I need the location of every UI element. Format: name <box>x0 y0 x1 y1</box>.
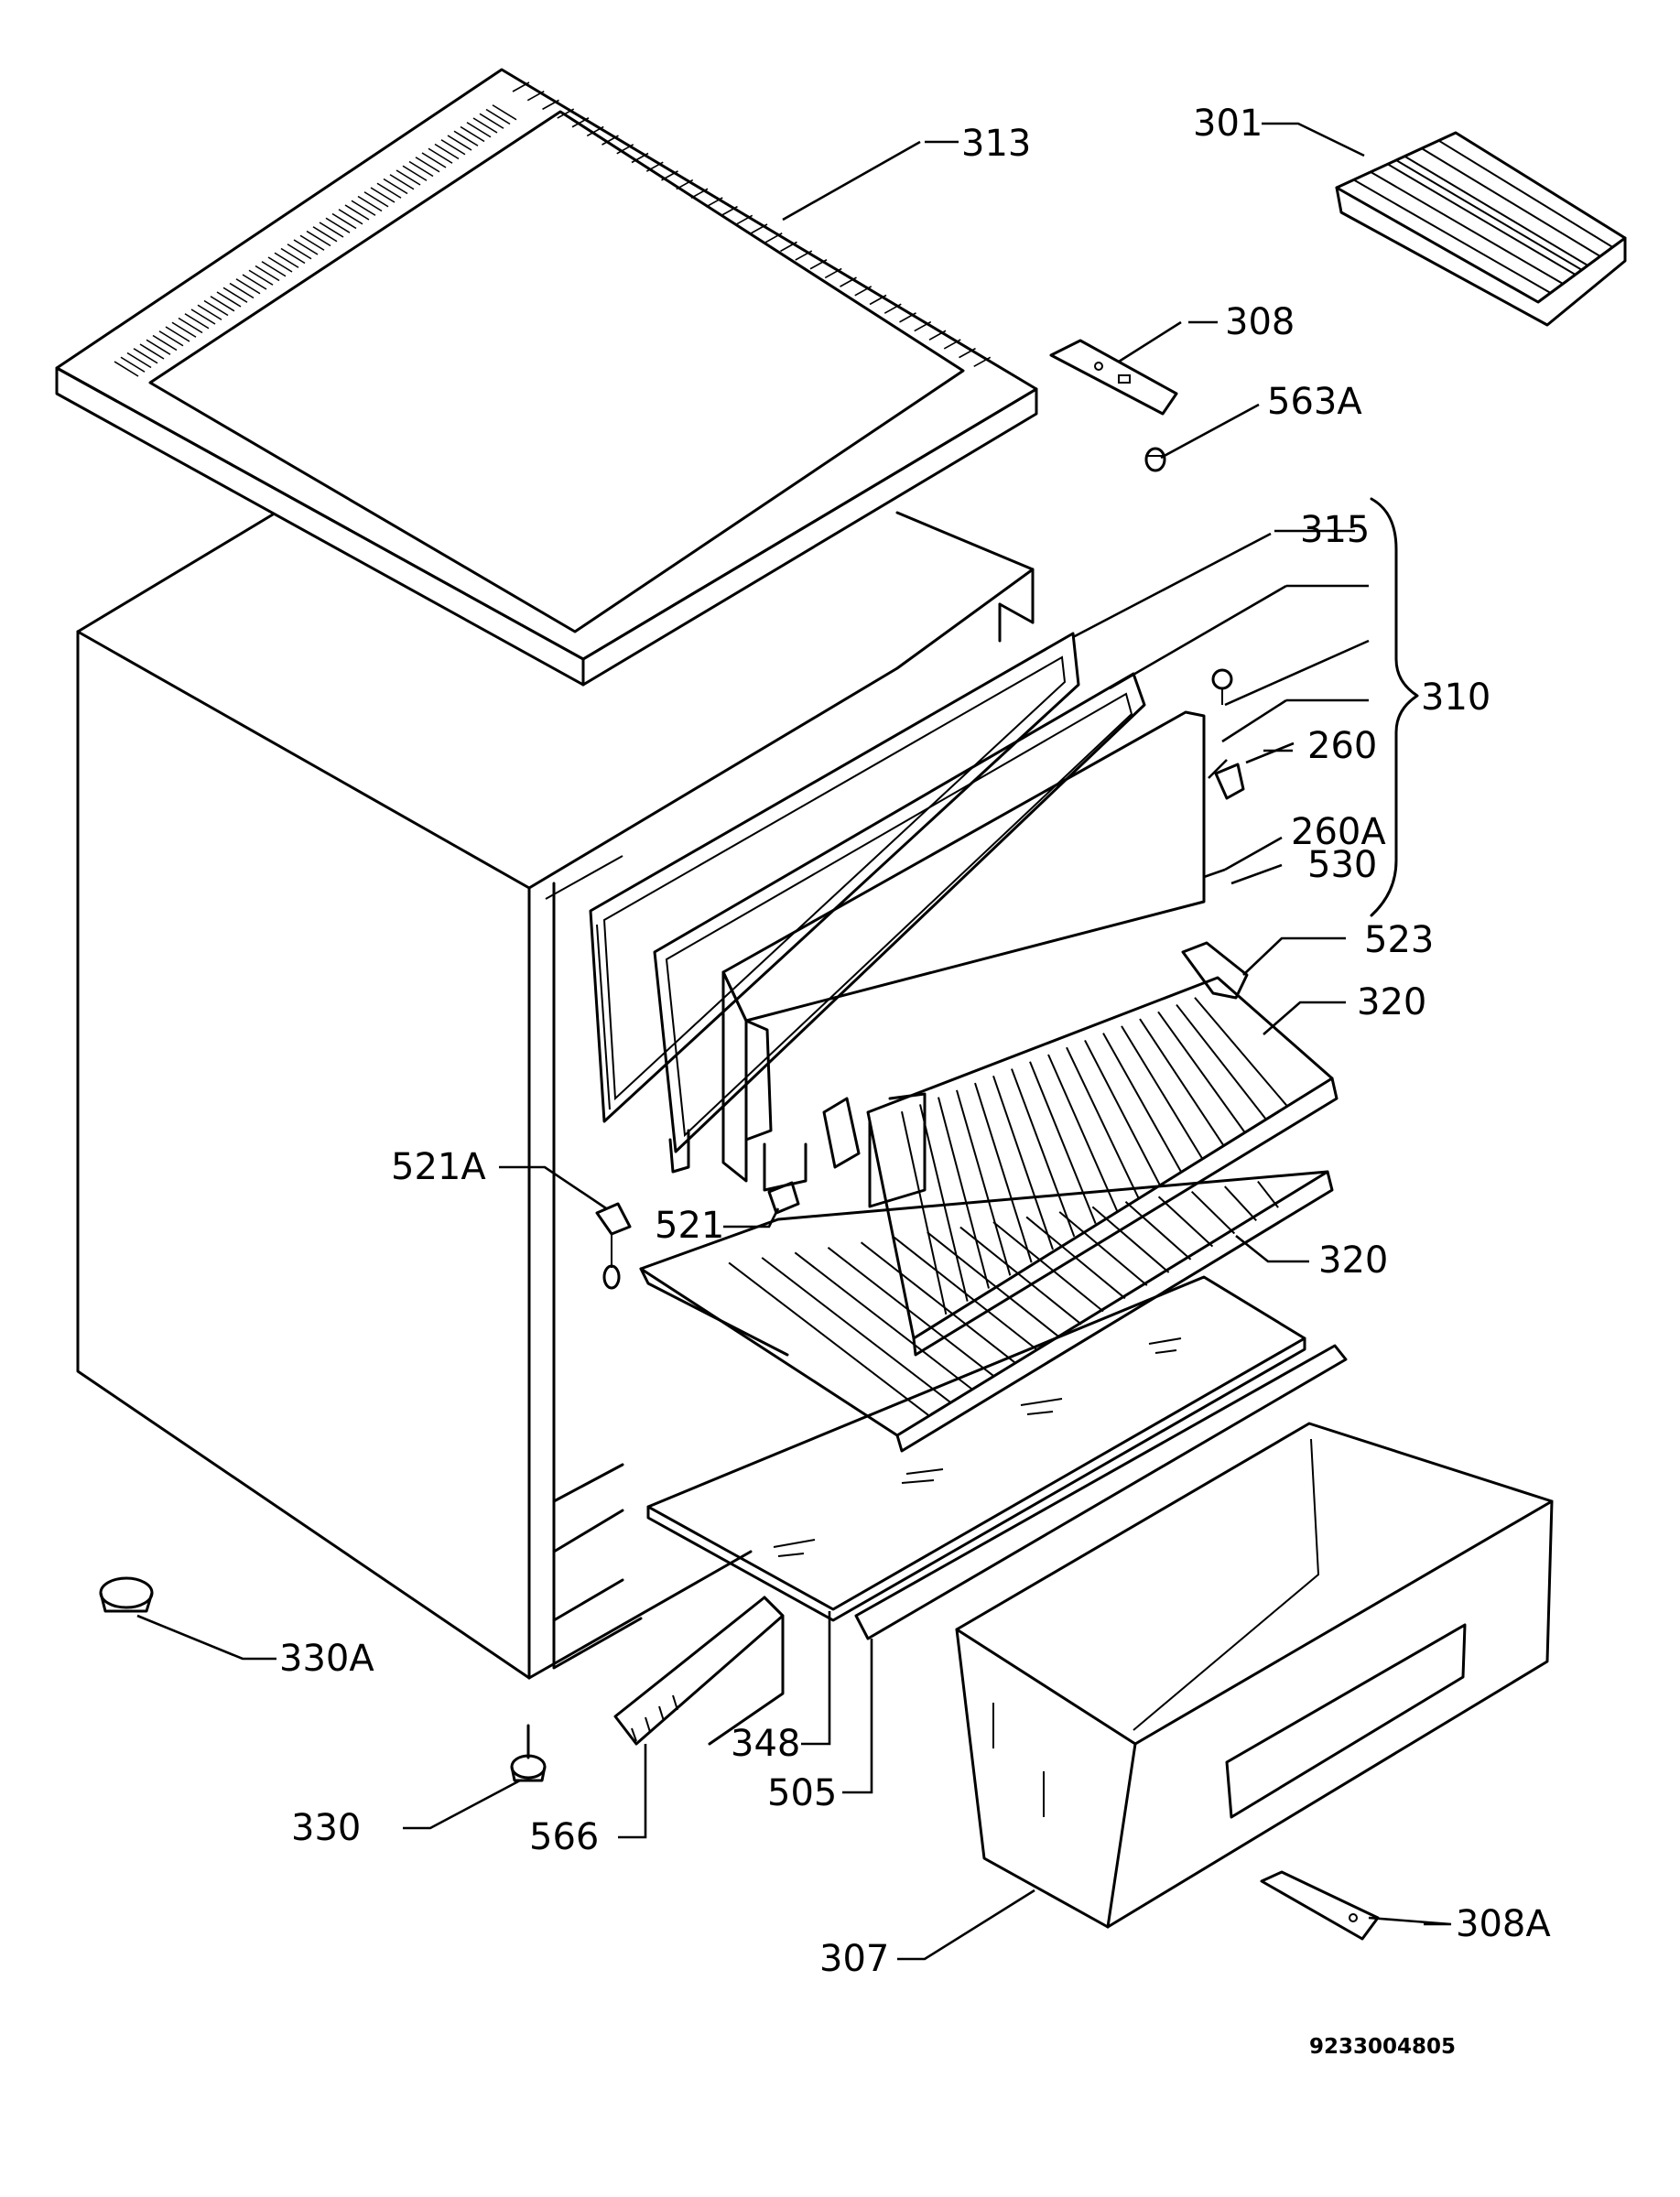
grille-566 <box>613 1596 785 1746</box>
shelf-320-lower <box>639 1170 1334 1453</box>
foot-330a <box>99 1576 154 1613</box>
ice-tray-301 <box>1335 131 1627 327</box>
callout-330: 330 <box>291 1807 361 1849</box>
ice-tray-cells <box>1353 139 1613 294</box>
callout-523: 523 <box>1364 919 1434 961</box>
callout-308a: 308A <box>1456 1903 1551 1945</box>
leader-lines <box>136 122 1452 1961</box>
trim-strip-505 <box>854 1344 1348 1640</box>
callout-348: 348 <box>731 1723 800 1765</box>
callout-330a: 330A <box>279 1638 374 1680</box>
callout-566: 566 <box>529 1816 599 1858</box>
callout-505: 505 <box>767 1772 837 1814</box>
shelf-ribs-lower <box>728 1180 1279 1416</box>
crisper-drawer-307 <box>955 1422 1554 1929</box>
worktop-313 <box>55 68 1038 687</box>
shelf-ribs-upper <box>901 997 1289 1315</box>
shelf-320-upper <box>866 976 1339 1357</box>
callout-301: 301 <box>1193 103 1263 145</box>
callout-310: 310 <box>1421 676 1490 719</box>
callout-521: 521 <box>655 1205 724 1247</box>
hinge-bracket-308 <box>1049 339 1178 416</box>
screw-upper-310 <box>1211 668 1233 705</box>
callout-315: 315 <box>1300 509 1370 551</box>
glass-shelf-348 <box>646 1275 1306 1622</box>
foot-330 <box>510 1724 547 1782</box>
callout-320-lower: 320 <box>1318 1239 1388 1282</box>
document-number: 9233004805 <box>1309 2035 1456 2059</box>
clip-260 <box>1214 763 1245 800</box>
callout-260: 260 <box>1307 725 1377 767</box>
callout-307: 307 <box>819 1938 889 1980</box>
callout-521a: 521A <box>391 1146 486 1188</box>
group-brace-310 <box>1370 497 1419 917</box>
hinge-pin-523 <box>1181 941 1249 1000</box>
callout-313: 313 <box>961 123 1031 165</box>
callout-308: 308 <box>1225 301 1295 343</box>
callout-labels: 313 301 308 563A 315 310 260 260A 530 52… <box>279 103 1551 2059</box>
cabinet-body <box>76 511 1035 1680</box>
clip-521 <box>767 1181 800 1215</box>
stud-521a <box>595 1202 632 1290</box>
worktop-vent-grille <box>114 81 992 377</box>
callout-563a: 563A <box>1267 381 1362 423</box>
door-stop-part <box>822 1097 861 1169</box>
callout-530: 530 <box>1307 844 1377 886</box>
hinge-bracket-308a <box>1260 1870 1380 1941</box>
door-frame-315 <box>589 632 1146 1174</box>
callout-320-upper: 320 <box>1357 981 1426 1023</box>
screw-563a <box>1144 447 1166 472</box>
callout-260a: 260A <box>1291 811 1386 853</box>
